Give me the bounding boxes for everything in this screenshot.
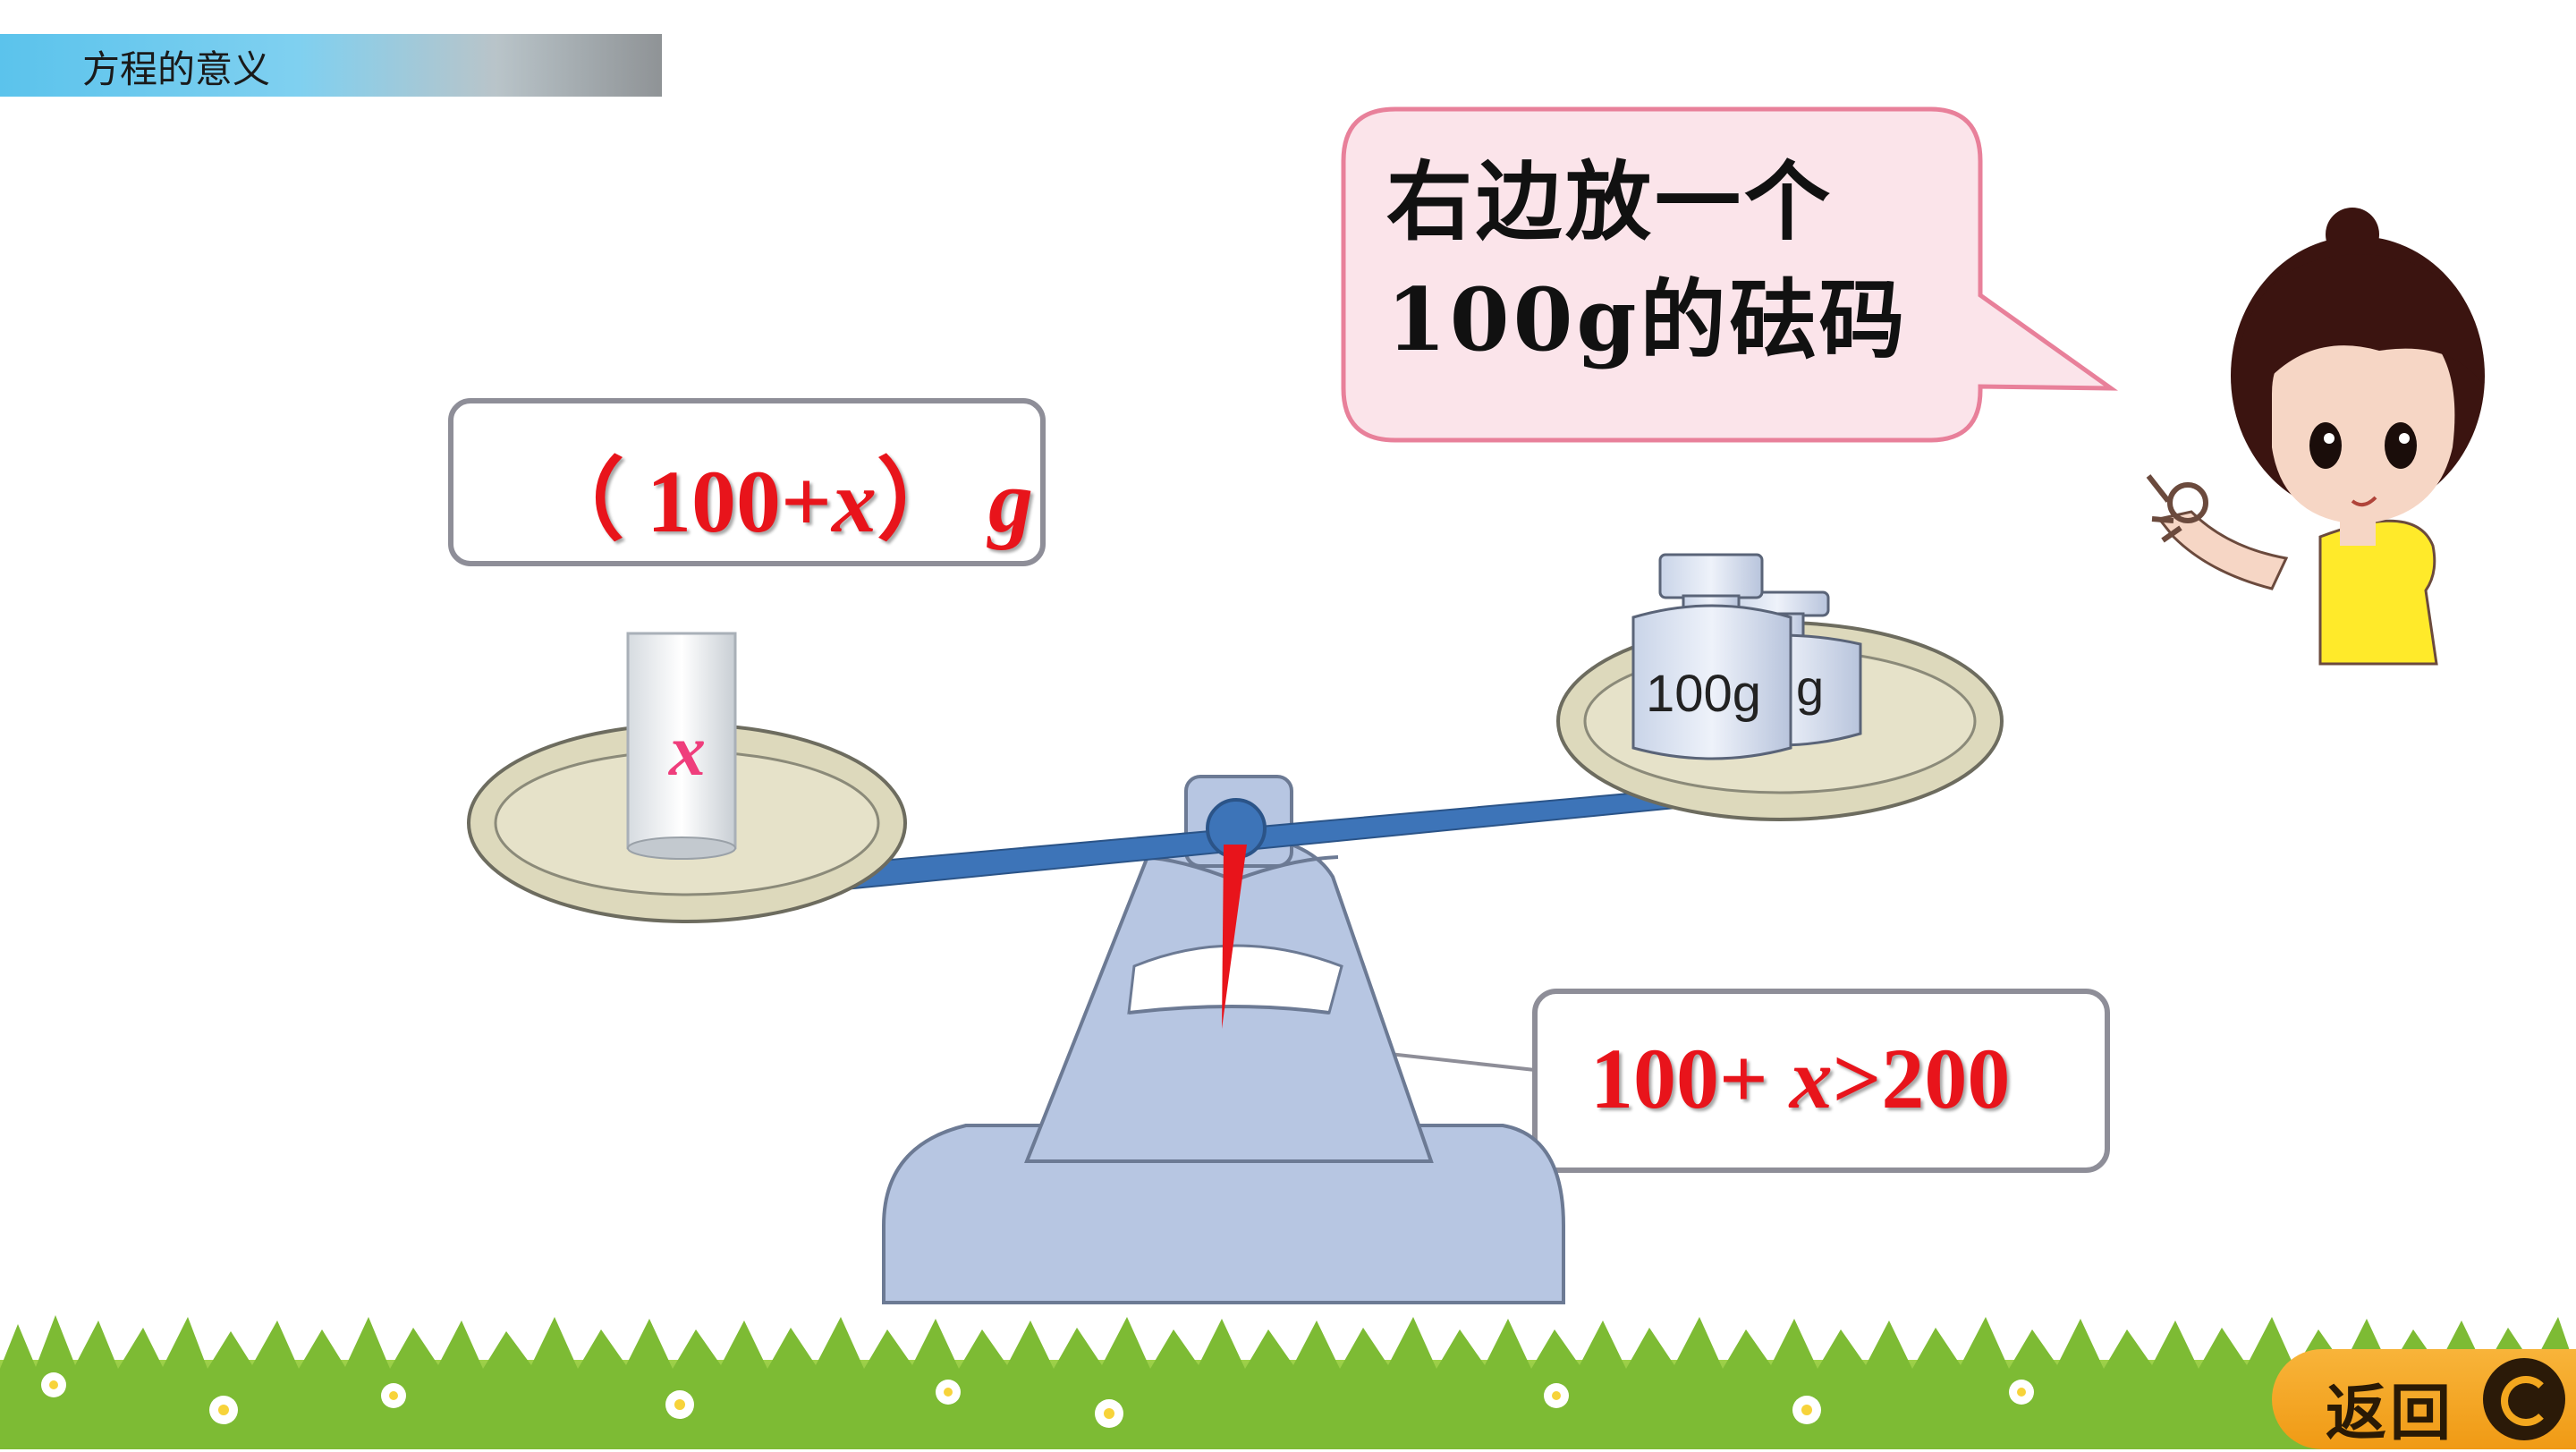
inequality-label: 100+ x>200 <box>1590 1029 2010 1128</box>
left-expression-variable: x <box>831 452 877 551</box>
left-expression-suffix: ） <box>876 452 966 551</box>
speech-line-2: 100g的砝码 <box>1386 269 1909 370</box>
speech-bubble-text: 右边放一个 100g的砝码 <box>1386 143 1914 379</box>
speech-line-1: 右边放一个 <box>1386 151 1834 252</box>
front-weight-label: 100g <box>1646 665 1762 723</box>
back-weight-label: g <box>1796 659 1825 716</box>
grass-strip <box>0 1315 2576 1449</box>
inequality-variable: x <box>1789 1031 1833 1126</box>
left-expression-label: （ 100+x） g <box>535 428 1033 557</box>
girl-character <box>2146 208 2485 666</box>
return-icon <box>2483 1358 2565 1440</box>
glass-variable-label: x <box>669 709 706 791</box>
inequality-right: >200 <box>1832 1031 2011 1126</box>
left-label-box <box>448 398 1046 566</box>
back-button[interactable]: 返回 <box>2272 1349 2576 1449</box>
inequality-box <box>1532 989 2110 1173</box>
inequality-left: 100+ <box>1590 1031 1790 1126</box>
back-button-label: 返回 <box>2326 1379 2455 1449</box>
speech-bubble <box>1341 106 2118 443</box>
scale-base <box>882 775 1565 1304</box>
left-expression-unit: g <box>987 452 1033 551</box>
left-expression-prefix: （ 100+ <box>535 452 832 551</box>
title-bar <box>0 34 662 97</box>
page-title: 方程的意义 <box>82 47 271 91</box>
needle <box>1222 845 1247 1029</box>
glass <box>626 632 737 860</box>
weight-front <box>1631 553 1792 760</box>
